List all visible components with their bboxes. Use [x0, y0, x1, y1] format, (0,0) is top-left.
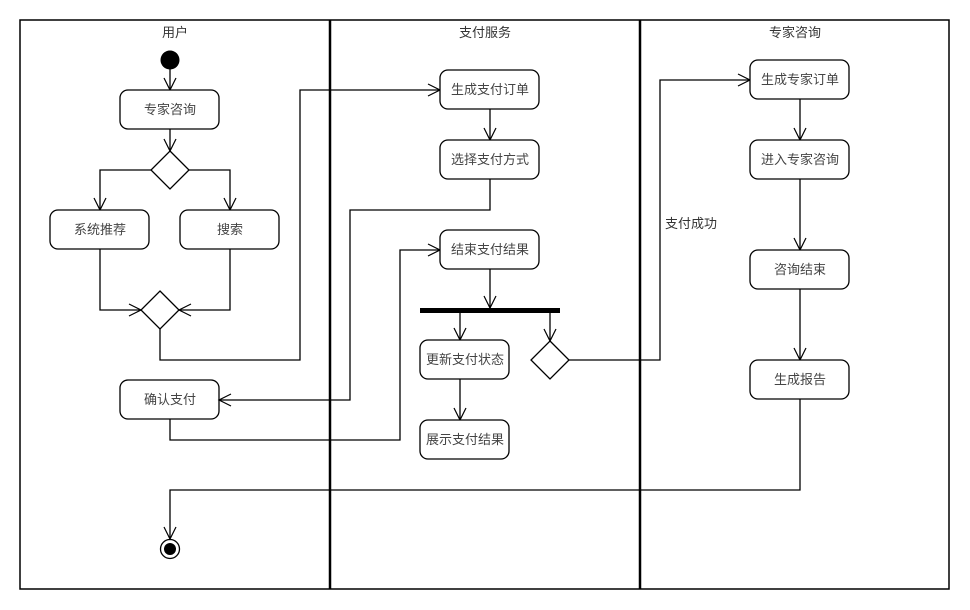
lane-title-expert: 专家咨询 — [769, 25, 821, 41]
action-label: 生成专家订单 — [761, 72, 839, 88]
action-search[interactable]: 搜索 — [179, 209, 280, 250]
edge-merge-to-payment-order — [159, 89, 440, 361]
action-label: 专家咨询 — [144, 102, 196, 118]
action-label: 进入专家咨询 — [761, 152, 839, 168]
action-label: 更新支付状态 — [426, 352, 504, 368]
action-label: 咨询结束 — [774, 263, 826, 278]
action-expert-consult[interactable]: 专家咨询 — [119, 89, 220, 130]
edge-method-to-confirm — [219, 179, 491, 401]
edge-search-to-merge — [179, 249, 231, 311]
action-label: 系统推荐 — [74, 223, 126, 238]
decision-node-payment[interactable] — [530, 340, 570, 380]
action-label: 展示支付结果 — [426, 433, 504, 448]
merge-node[interactable] — [140, 290, 180, 330]
edge-decision-to-search — [189, 169, 231, 210]
action-confirm-payment[interactable]: 确认支付 — [119, 379, 220, 420]
lane-title-payment: 支付服务 — [459, 25, 511, 41]
decision-node-search-mode[interactable] — [150, 150, 190, 190]
action-generate-expert-order[interactable]: 生成专家订单 — [749, 59, 850, 100]
arrowhead-icon — [217, 393, 232, 407]
action-show-payment-result[interactable]: 展示支付结果 — [419, 419, 510, 460]
action-enter-expert-consult[interactable]: 进入专家咨询 — [749, 139, 850, 180]
action-consult-end[interactable]: 咨询结束 — [749, 249, 850, 290]
edge-payment-success — [569, 79, 750, 361]
fork-bar — [420, 308, 560, 313]
action-update-payment-status[interactable]: 更新支付状态 — [419, 339, 510, 380]
action-label: 选择支付方式 — [451, 152, 529, 168]
swimlane-frame — [19, 19, 950, 590]
initial-node — [160, 50, 180, 70]
action-label: 确认支付 — [144, 393, 196, 408]
edge-report-to-final — [169, 399, 801, 539]
action-label: 结束支付结果 — [451, 243, 529, 258]
action-generate-report[interactable]: 生成报告 — [749, 359, 850, 400]
edge-recommend-to-merge — [99, 249, 141, 311]
action-label: 生成报告 — [774, 373, 826, 388]
action-select-payment-method[interactable]: 选择支付方式 — [439, 139, 540, 180]
lane-title-user: 用户 — [162, 25, 188, 41]
edge-confirm-to-end-payment — [169, 249, 440, 441]
action-label: 生成支付订单 — [451, 83, 529, 98]
guard-payment-success: 支付成功 — [665, 217, 717, 232]
action-system-recommend[interactable]: 系统推荐 — [49, 209, 150, 250]
edge-decision-to-recommend — [99, 169, 151, 210]
final-node — [164, 543, 176, 555]
action-label: 搜索 — [217, 223, 243, 238]
action-generate-payment-order[interactable]: 生成支付订单 — [439, 69, 540, 110]
arrowhead-icon — [163, 526, 177, 541]
action-end-payment-result[interactable]: 结束支付结果 — [439, 229, 540, 270]
